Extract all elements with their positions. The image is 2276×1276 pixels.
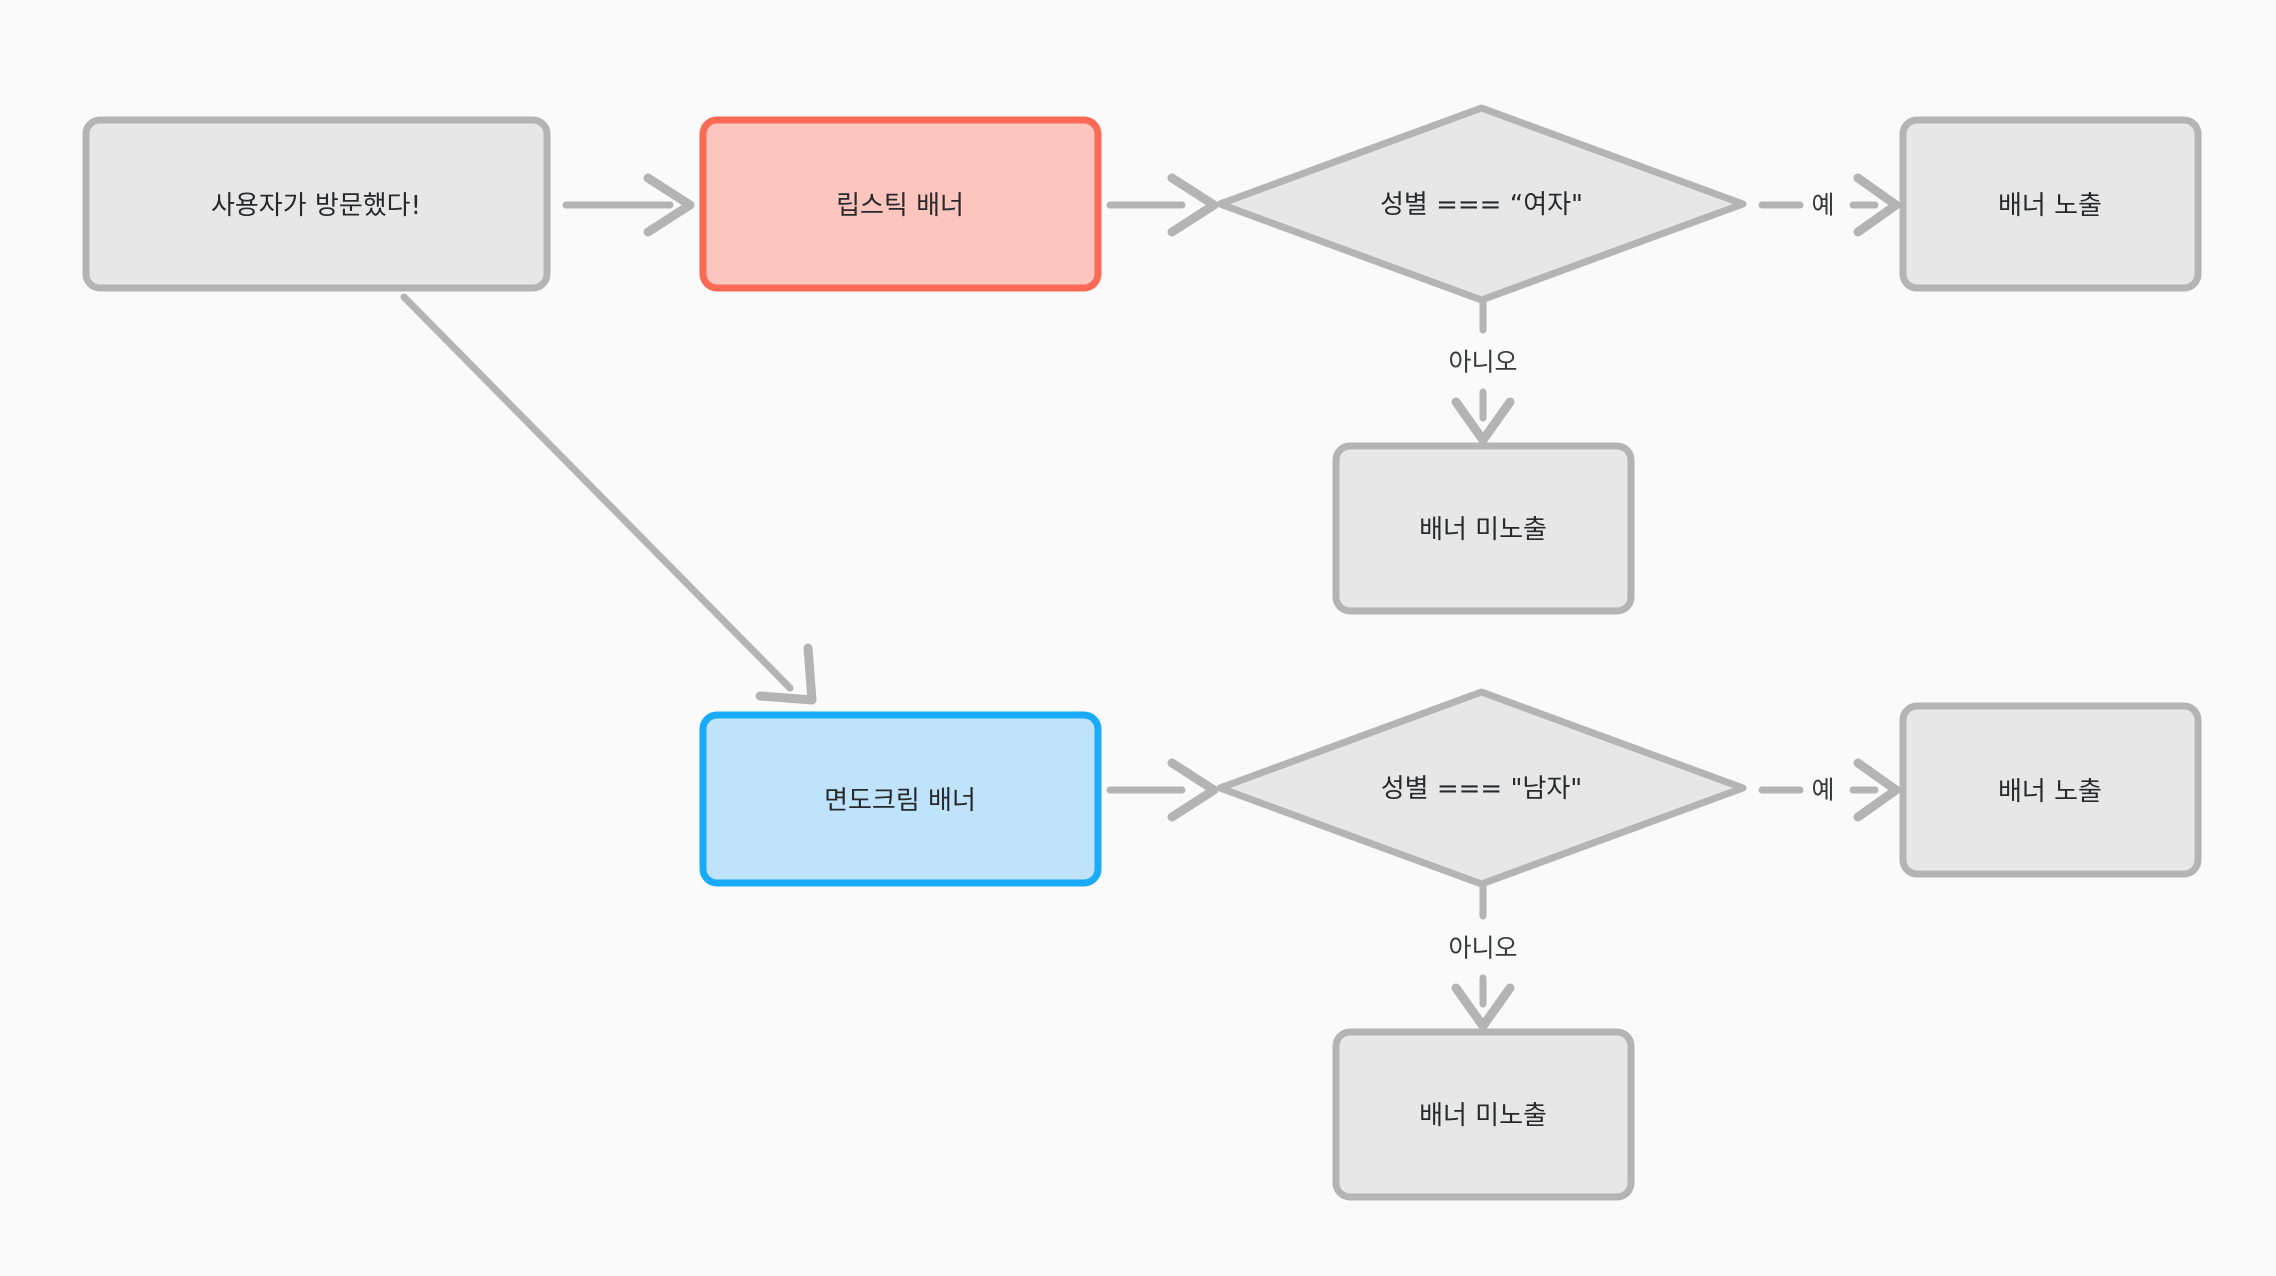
edge-lipstick-to-decision-female: [1106, 173, 1219, 237]
edge-layer: 예 아니오 예: [400, 173, 1901, 1031]
node-decision-female[interactable]: 성별 === “여자": [1216, 104, 1747, 304]
node-shaving-cream-banner[interactable]: 면도크림 배너: [699, 711, 1102, 887]
edge-label-yes-male: 예: [1811, 776, 1834, 805]
edge-decision-female-no: 아니오: [1448, 296, 1518, 445]
node-show-banner-male[interactable]: 배너 노출: [1899, 702, 2202, 878]
edge-start-to-shaving-cream: [400, 293, 817, 705]
node-hide-banner-female[interactable]: 배너 미노출: [1332, 442, 1635, 615]
node-layer: 사용자가 방문했다! 립스틱 배너 성별 === “여자" 배너 노출 배너 미…: [82, 104, 2202, 1201]
edge-start-to-lipstick: [562, 173, 695, 237]
node-hide-banner-male[interactable]: 배너 미노출: [1332, 1028, 1635, 1201]
node-decision-male[interactable]: 성별 === "남자": [1216, 688, 1747, 888]
edge-label-no-male: 아니오: [1448, 934, 1517, 963]
edge-decision-female-yes: 예: [1758, 173, 1901, 237]
edge-decision-male-no: 아니오: [1448, 882, 1518, 1031]
node-show-banner-female[interactable]: 배너 노출: [1899, 116, 2202, 292]
edge-label-yes-female: 예: [1811, 191, 1834, 220]
edge-decision-male-yes: 예: [1758, 758, 1901, 822]
edge-label-no-female: 아니오: [1448, 348, 1517, 377]
edge-shaving-cream-to-decision-male: [1106, 758, 1219, 822]
node-start[interactable]: 사용자가 방문했다!: [82, 116, 551, 292]
node-lipstick-banner[interactable]: 립스틱 배너: [699, 116, 1102, 292]
